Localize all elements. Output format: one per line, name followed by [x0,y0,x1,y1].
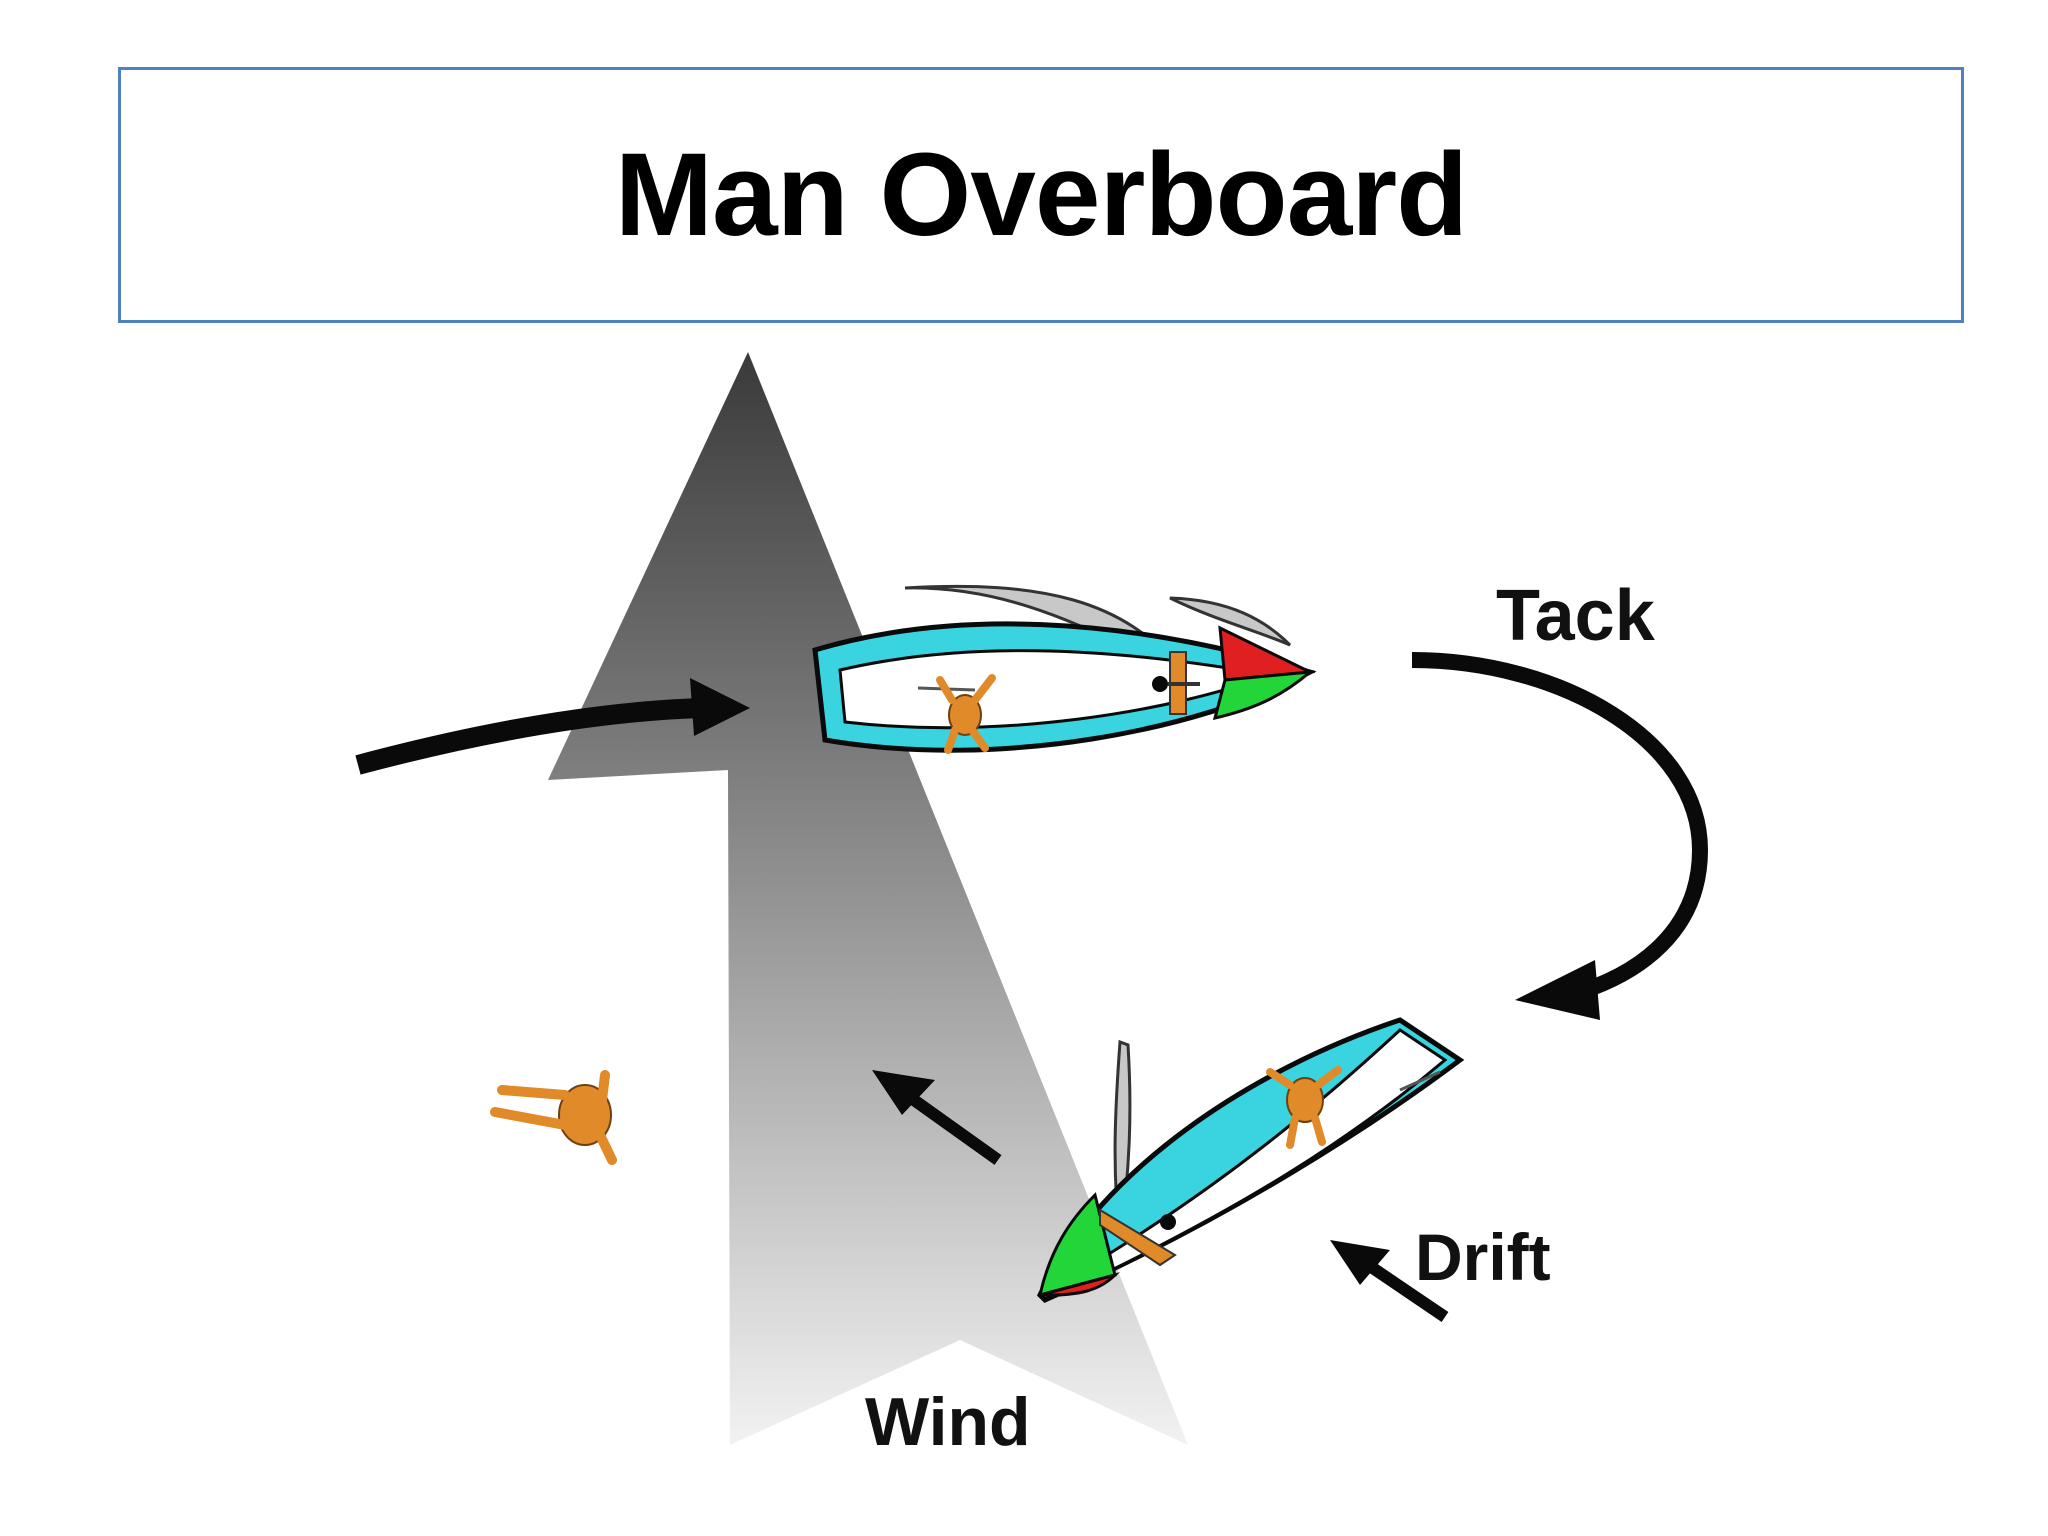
label-wind: Wind [865,1384,1031,1460]
person-in-water-icon [490,1070,617,1165]
approach-arrow [355,678,750,775]
boat-bottom [1036,1017,1465,1303]
drift-arrow-right [1330,1240,1449,1322]
crew-top-icon [936,674,996,754]
title-box: Man Overboard [118,67,1964,323]
tack-arrow [1411,652,1709,1020]
boat-top [812,584,1317,754]
page-title: Man Overboard [614,129,1469,261]
drift-arrow-center [872,1070,1002,1165]
label-drift: Drift [1415,1220,1551,1294]
label-tack: Tack [1496,576,1656,656]
crew-bottom-icon [1266,1066,1342,1149]
wind-arrow-shape [548,352,1188,1445]
